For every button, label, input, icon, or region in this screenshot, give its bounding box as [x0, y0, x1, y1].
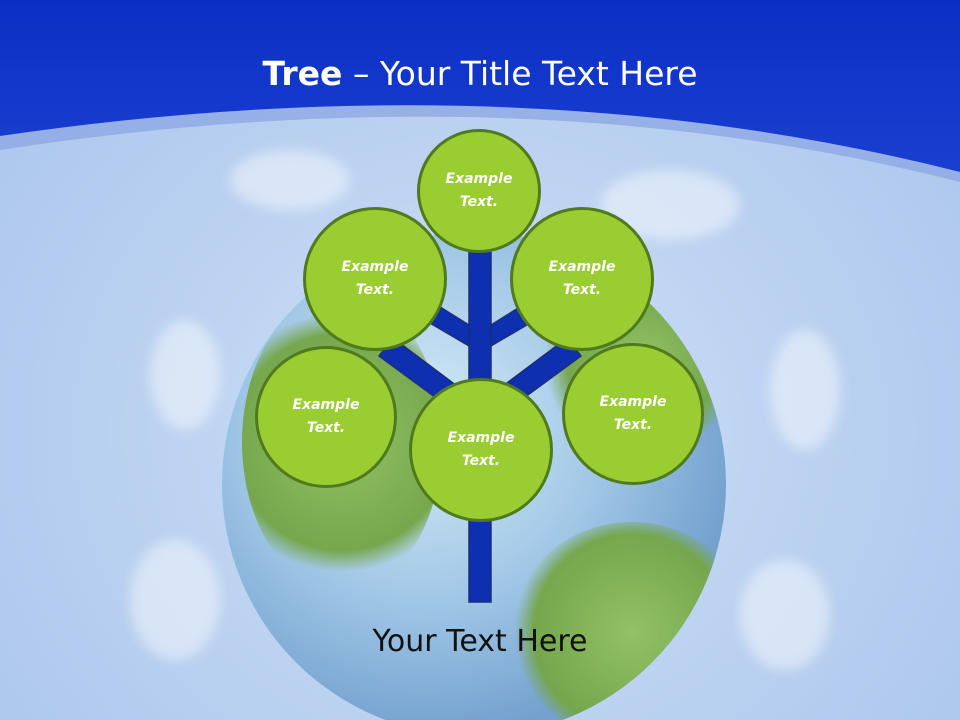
- node-label: Example Text.: [447, 430, 515, 469]
- header-band: [0, 0, 960, 182]
- tree-node-lower-right: Example Text.: [562, 343, 704, 485]
- node-label: Example Text.: [292, 397, 360, 436]
- cloud: [130, 540, 220, 660]
- title-bold: Tree: [262, 54, 343, 93]
- node-label: Example Text.: [599, 394, 667, 433]
- title-rest: – Your Title Text Here: [342, 54, 698, 93]
- tree-node-center: Example Text.: [409, 378, 553, 522]
- tree-node-upper-left: Example Text.: [303, 207, 447, 351]
- tree-node-lower-left: Example Text.: [255, 346, 397, 488]
- cloud: [770, 330, 840, 450]
- bottom-caption: Your Text Here: [372, 624, 588, 659]
- node-label: Example Text.: [445, 171, 513, 210]
- cloud: [150, 320, 220, 430]
- tree-node-top: Example Text.: [417, 129, 541, 253]
- page-title: Tree – Your Title Text Here: [0, 54, 960, 93]
- land-patch: [512, 522, 726, 720]
- cloud: [740, 560, 830, 670]
- node-label: Example Text.: [341, 259, 409, 298]
- tree-node-upper-right: Example Text.: [510, 207, 654, 351]
- cloud: [230, 150, 350, 210]
- node-label: Example Text.: [548, 259, 616, 298]
